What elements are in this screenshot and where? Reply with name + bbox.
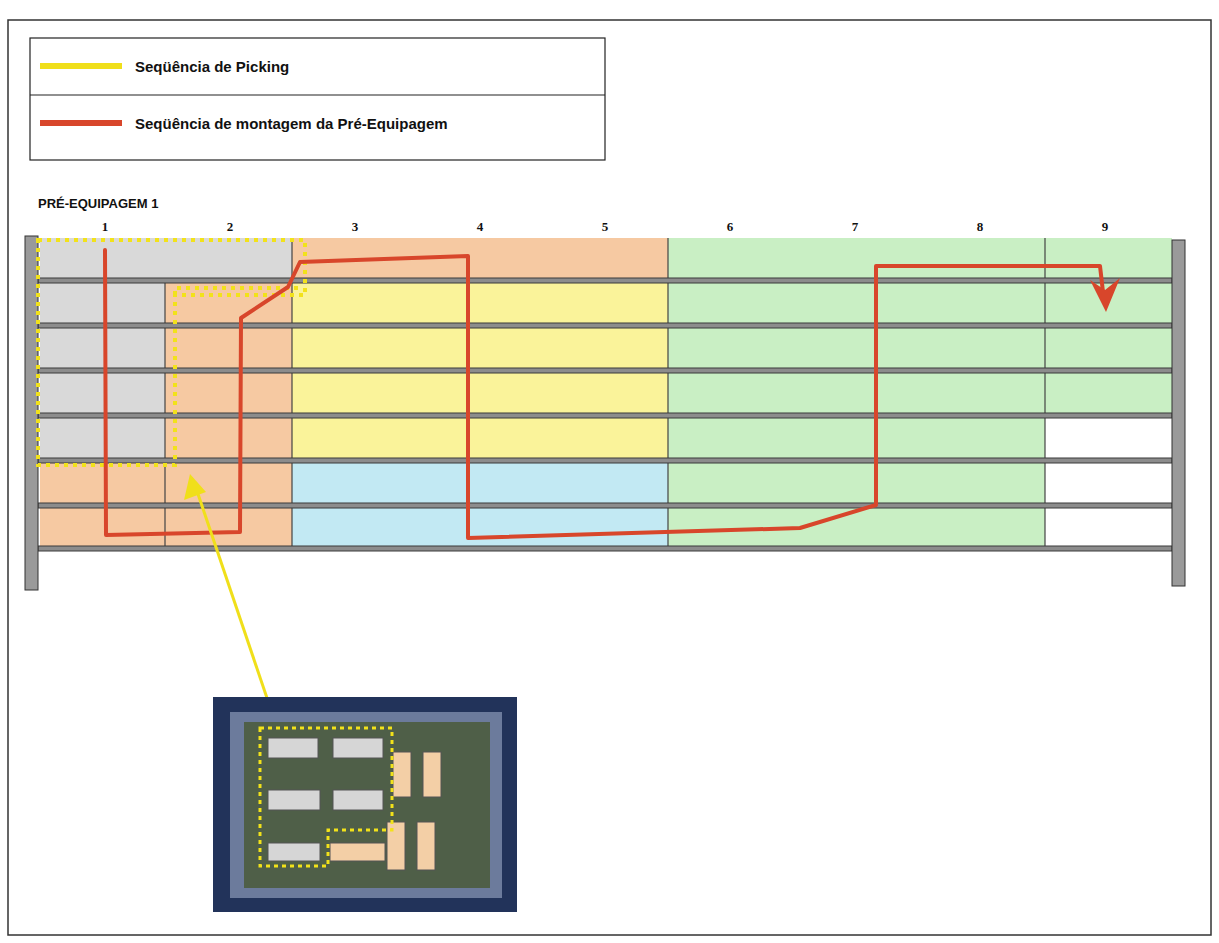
column-number: 2 xyxy=(227,219,234,235)
assembly-path xyxy=(105,250,1120,538)
legend-text: Seqüência de montagem da Pré-Equipagem xyxy=(135,115,448,132)
column-number: 6 xyxy=(727,219,734,235)
column-number: 9 xyxy=(1102,219,1109,235)
column-number: 8 xyxy=(977,219,984,235)
legend-frame xyxy=(30,38,605,160)
column-number: 1 xyxy=(102,219,109,235)
picking-outline xyxy=(38,240,305,465)
shelf-rails xyxy=(38,278,1172,551)
page-frame xyxy=(8,20,1211,935)
column-number: 4 xyxy=(477,219,484,235)
rack-title: PRÉ-EQUIPAGEM 1 xyxy=(38,196,158,211)
column-dividers xyxy=(165,238,1045,548)
column-number: 3 xyxy=(352,219,359,235)
column-number: 5 xyxy=(602,219,609,235)
legend-text: Seqüência de Picking xyxy=(135,58,289,75)
rack-posts xyxy=(25,236,1185,590)
column-number: 7 xyxy=(852,219,859,235)
rack-zones xyxy=(40,238,1172,548)
legend-line-sample xyxy=(40,61,124,71)
crate-photo xyxy=(213,697,517,912)
legend-line-sample xyxy=(40,118,124,128)
